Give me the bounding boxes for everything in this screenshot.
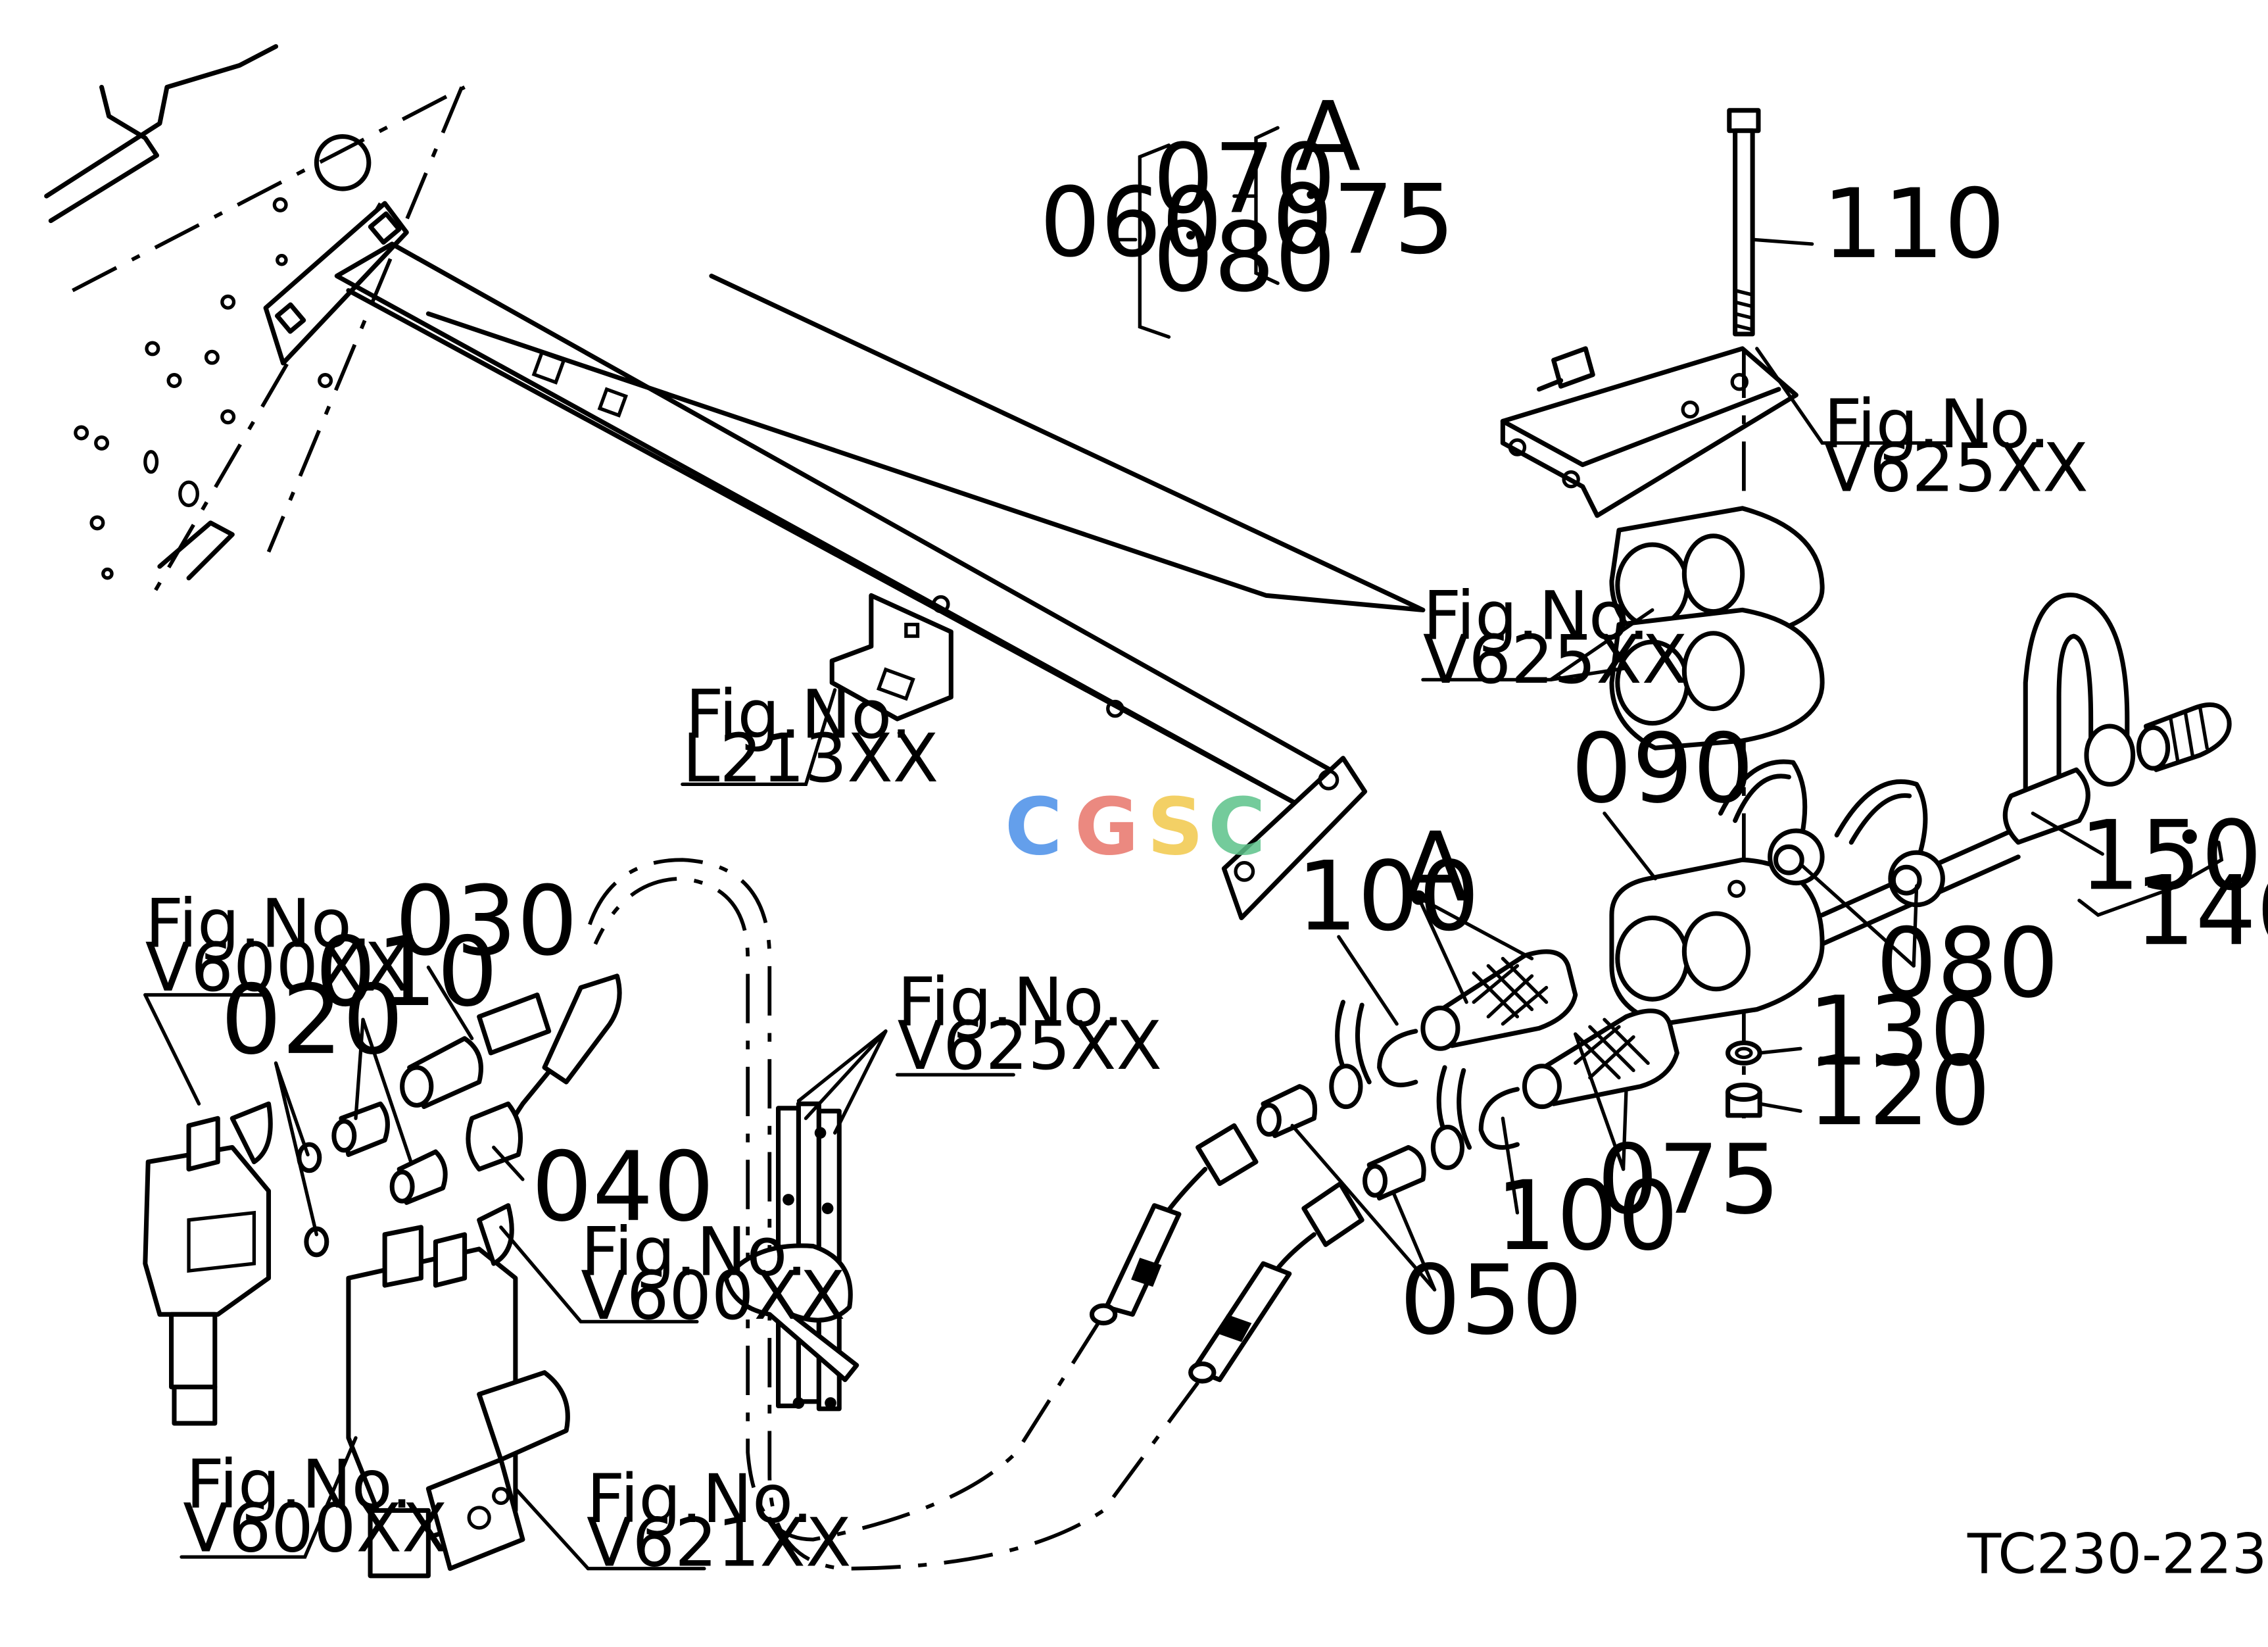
chassis-frame xyxy=(44,44,466,597)
label-130: 130 xyxy=(1808,977,1991,1088)
label-090: 090 xyxy=(1571,714,1754,825)
watermark-letter: C xyxy=(1005,781,1062,873)
label-075-lower: 075 xyxy=(1597,1125,1780,1236)
label-075-upper: 075 xyxy=(1272,164,1455,276)
fig-caption-v625-top: Fig.No. xyxy=(1823,385,2050,463)
couplers-075 xyxy=(1420,949,1679,1110)
fig-caption-v600-a: Fig.No. xyxy=(145,885,372,963)
control-valve-a xyxy=(143,1101,273,1426)
label-100-upper: 100 xyxy=(1297,841,1480,952)
control-valve-b xyxy=(346,1203,570,1579)
fig-ref-l213: L213XX xyxy=(683,720,939,797)
watermark-logo: C G S C xyxy=(1005,781,1266,873)
washer-130 xyxy=(1725,1040,1762,1066)
label-080-lower: 080 xyxy=(1876,908,2059,1020)
dust-caps-080 xyxy=(1718,759,1945,908)
nut-120 xyxy=(1725,1082,1762,1118)
snap-rings-100 xyxy=(1329,1000,1520,1170)
label-a-lower: A xyxy=(1403,812,1468,923)
support-bar xyxy=(263,201,1426,921)
watermark-letter: G xyxy=(1074,781,1139,873)
label-060: 060 xyxy=(1040,168,1222,279)
fig-ref-v625-clamp: V625XX xyxy=(1423,621,1687,699)
label-030: 030 xyxy=(395,866,578,977)
marker-dots xyxy=(1186,190,2197,905)
upper-bracket xyxy=(1500,346,1798,518)
watermark-letter: C xyxy=(1208,781,1265,873)
label-a-upper: A xyxy=(1295,82,1361,193)
fig-ref-v625-top: V625XX xyxy=(1823,429,2088,506)
label-050: 050 xyxy=(1400,1245,1583,1356)
fig-caption-v600-c: Fig.No. xyxy=(186,1446,413,1523)
fig-caption-l213: Fig.No. xyxy=(685,676,912,754)
fig-ref-v600-b: V600XX xyxy=(581,1257,845,1335)
label-070: 070 xyxy=(1153,124,1336,235)
plug-140 xyxy=(2136,702,2232,772)
figure-references: Fig.No. V625XX Fig.No. V625XX Fig.No. L2… xyxy=(145,385,2088,1581)
cable-ties xyxy=(723,1101,859,1412)
fig-ref-v625-tie: V625XX xyxy=(898,1007,1162,1085)
drawing-code: TC230-223-10 xyxy=(1967,1521,2268,1586)
fig-caption-v621: Fig.No. xyxy=(587,1460,813,1538)
hose-fittings-left xyxy=(297,973,622,1258)
label-040: 040 xyxy=(531,1132,714,1243)
fig-ref-v600-a: V600XX xyxy=(145,929,410,1006)
label-120: 120 xyxy=(1808,1036,1991,1147)
fig-caption-v600-b: Fig.No. xyxy=(581,1214,808,1291)
fig-caption-v625-clamp: Fig.No. xyxy=(1423,578,1650,655)
leader-lines xyxy=(143,126,2224,1571)
label-140: 140 xyxy=(2135,856,2268,967)
label-010: 010 xyxy=(315,917,498,1028)
label-150: 150 xyxy=(2079,800,2262,912)
fig-caption-v625-tie: Fig.No. xyxy=(898,964,1124,1041)
label-020: 020 xyxy=(221,965,404,1076)
hoses xyxy=(586,858,1364,1571)
hose-clamp-block xyxy=(1609,506,1825,750)
shackle-150 xyxy=(2002,593,2136,845)
label-110: 110 xyxy=(1822,169,2005,280)
watermark-letter: S xyxy=(1147,781,1203,873)
label-080-upper: 080 xyxy=(1153,203,1336,314)
fig-ref-v600-c: V600XX xyxy=(183,1489,447,1567)
label-100-lower: 100 xyxy=(1495,1161,1678,1272)
adapters-050 xyxy=(1256,1084,1426,1201)
fig-ref-v621: V621XX xyxy=(587,1504,851,1581)
